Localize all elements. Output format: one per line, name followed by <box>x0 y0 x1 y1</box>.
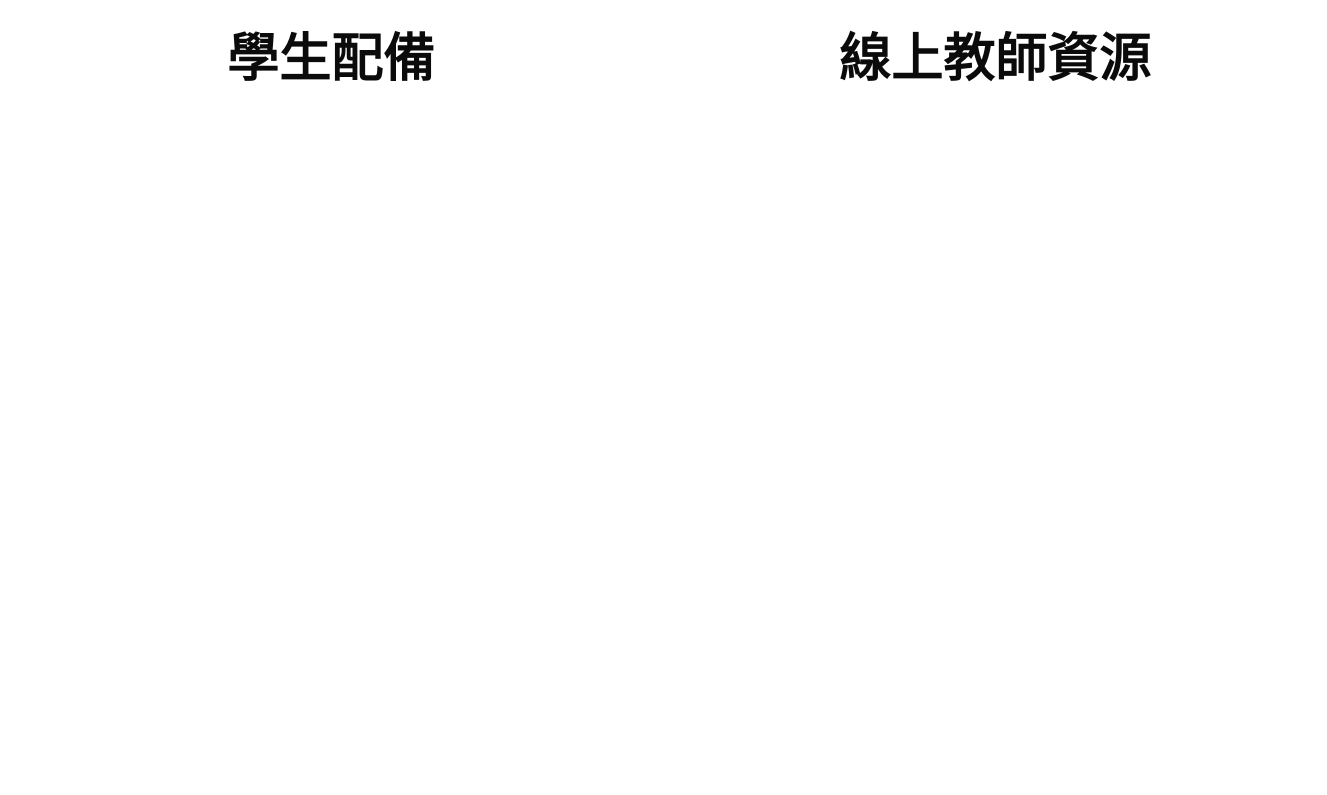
student-equipment-heading: 學生配備 <box>227 29 436 89</box>
student-equipment-content <box>0 110 663 795</box>
online-teacher-resources-content <box>664 110 1327 795</box>
online-teacher-resources-section: 線上教師資源 <box>664 0 1327 795</box>
student-equipment-section: 學生配備 <box>0 0 663 795</box>
online-teacher-resources-heading: 線上教師資源 <box>839 29 1152 89</box>
